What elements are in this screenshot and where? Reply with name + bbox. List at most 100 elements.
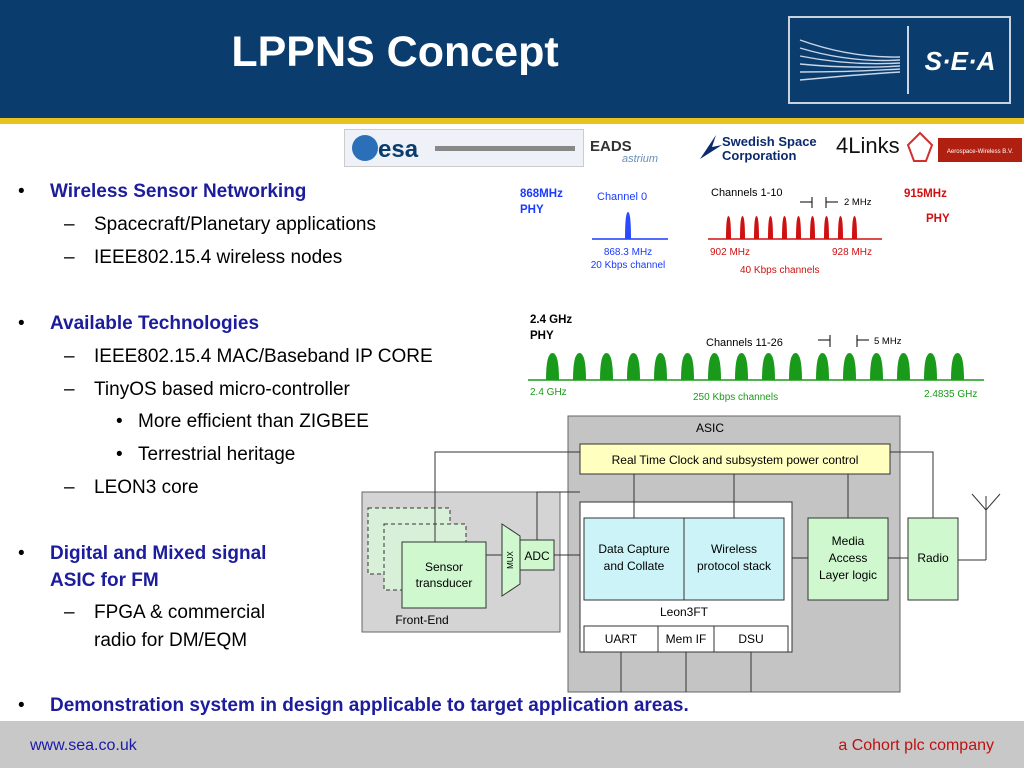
asic-block-diagram: ASIC Sensor transducer MUX ADC Front-End… bbox=[361, 415, 1001, 693]
radio-label: Radio bbox=[917, 551, 949, 565]
dash-5: – bbox=[64, 477, 75, 498]
freq-928-label: 928 MHz bbox=[832, 247, 872, 258]
channels-915-bars bbox=[726, 216, 857, 239]
bullet-4: • bbox=[18, 695, 25, 716]
connection-lines bbox=[434, 451, 934, 692]
sub-bullet-2: • bbox=[116, 444, 123, 465]
phy-24-label: 2.4 GHz bbox=[530, 314, 572, 326]
bullet-wireless-sensor-networking: Wireless Sensor Networking bbox=[50, 181, 307, 202]
freq-24835-label: 2.4835 GHz bbox=[924, 389, 977, 400]
phy-868-phy-label: PHY bbox=[520, 204, 544, 216]
dsu-block bbox=[713, 625, 789, 653]
bullet-digital-mixed-signal: Digital and Mixed signal bbox=[50, 543, 267, 564]
freq-24-label: 2.4 GHz bbox=[530, 387, 567, 398]
asic-title: ASIC bbox=[696, 421, 724, 435]
eads-astrium-logo: EADS astrium bbox=[586, 129, 690, 165]
sea-logo-text: S·E·A bbox=[925, 46, 996, 76]
bullet-terrestrial-heritage: Terrestrial heritage bbox=[138, 444, 296, 465]
spacing-2mhz-marker bbox=[800, 197, 838, 208]
uart-label: UART bbox=[605, 632, 638, 646]
bullet-1: • bbox=[18, 181, 25, 202]
bullet-2: • bbox=[18, 313, 25, 334]
dash-2: – bbox=[64, 247, 75, 268]
data-capture-block bbox=[583, 517, 685, 601]
channel-0-bar bbox=[625, 212, 631, 239]
spacing-5mhz-marker bbox=[818, 335, 869, 347]
astrium-logo-text: astrium bbox=[622, 153, 658, 165]
data-capture-label-1: Data Capture bbox=[598, 542, 670, 556]
channels-24-bars bbox=[546, 353, 964, 380]
esa-logo-text: esa bbox=[378, 136, 419, 163]
phy-868-label: 868MHz bbox=[520, 188, 563, 200]
bullet-demonstration-system: Demonstration system in design applicabl… bbox=[50, 695, 689, 716]
bullet-asic-fm: ASIC for FM bbox=[50, 570, 159, 591]
ch0-rate-label: 20 Kbps channel bbox=[591, 260, 666, 271]
rtc-label: Real Time Clock and subsystem power cont… bbox=[612, 453, 859, 467]
dash-4: – bbox=[64, 379, 75, 400]
phy-915-label: 915MHz bbox=[904, 188, 947, 200]
spacing-2mhz-label: 2 MHz bbox=[844, 197, 872, 208]
leon3ft-label: Leon3FT bbox=[660, 605, 709, 619]
front-end-label: Front-End bbox=[395, 613, 448, 627]
bullet-efficient-zigbee: More efficient than ZIGBEE bbox=[138, 411, 369, 432]
4links-logo: 4Links bbox=[834, 129, 934, 165]
aerospace-wireless-text: Aerospace-Wireless B.V. bbox=[947, 149, 1013, 155]
bullet-leon3: LEON3 core bbox=[94, 477, 199, 498]
spacing-5mhz-label: 5 MHz bbox=[874, 336, 902, 347]
dash-3: – bbox=[64, 346, 75, 367]
sensor-transducer-box bbox=[401, 541, 487, 609]
antenna-icon bbox=[958, 493, 1001, 561]
bullet-ieee-mac: IEEE802.15.4 MAC/Baseband IP CORE bbox=[94, 346, 433, 367]
mac-label-2: Access bbox=[829, 551, 868, 565]
adc-block bbox=[519, 539, 555, 571]
channels-1-10-label: Channels 1-10 bbox=[711, 187, 783, 199]
header-accent-bar bbox=[0, 118, 1024, 124]
mux-label: MUX bbox=[506, 550, 515, 568]
wireless-stack-block bbox=[683, 517, 785, 601]
wireless-label-1: Wireless bbox=[711, 542, 757, 556]
ssc-logo-line2: Corporation bbox=[722, 148, 796, 163]
footer-url-link[interactable]: www.sea.co.uk bbox=[30, 737, 137, 754]
bullet-available-technologies: Available Technologies bbox=[50, 313, 260, 334]
mux-block bbox=[501, 523, 521, 597]
eads-logo-text: EADS bbox=[590, 138, 632, 155]
phy-915-phy-label: PHY bbox=[926, 213, 950, 225]
ch0-freq-label: 868.3 MHz bbox=[604, 247, 652, 258]
wireless-label-2: protocol stack bbox=[697, 559, 772, 573]
freq-902-label: 902 MHz bbox=[710, 247, 750, 258]
bullet-spacecraft-apps: Spacecraft/Planetary applications bbox=[94, 214, 376, 235]
sub-bullet-1: • bbox=[116, 411, 123, 432]
channel-0-label: Channel 0 bbox=[597, 191, 647, 203]
mac-label-3: Layer logic bbox=[819, 568, 877, 582]
adc-label: ADC bbox=[524, 549, 550, 563]
bullet-fpga-line1: FPGA & commercial bbox=[94, 602, 266, 623]
aerospace-wireless-logo: Aerospace-Wireless B.V. bbox=[938, 138, 1022, 162]
mac-block bbox=[807, 517, 889, 601]
rtc-block bbox=[579, 443, 891, 475]
page-title: LPPNS Concept bbox=[231, 28, 559, 76]
sea-logo: S·E·A bbox=[788, 16, 1011, 104]
dash-6: – bbox=[64, 602, 75, 623]
sea-logo-graphic: S·E·A bbox=[799, 26, 996, 94]
uart-block bbox=[583, 625, 659, 653]
4links-logo-text: 4Links bbox=[836, 133, 900, 158]
channels-11-26-label: Channels 11-26 bbox=[706, 337, 783, 349]
dash-1: – bbox=[64, 214, 75, 235]
sensor-label-1: Sensor bbox=[425, 560, 463, 574]
memif-label: Mem IF bbox=[666, 632, 707, 646]
bullet-tinyos: TinyOS based micro-controller bbox=[94, 379, 350, 400]
esa-logo: esa bbox=[344, 129, 584, 167]
ssc-logo-line1: Swedish Space bbox=[722, 134, 817, 149]
bullet-ieee-nodes: IEEE802.15.4 wireless nodes bbox=[94, 247, 343, 268]
footer-company: a Cohort plc company bbox=[838, 737, 994, 754]
data-capture-label-2: and Collate bbox=[604, 559, 665, 573]
footer-bar bbox=[0, 721, 1024, 768]
swedish-space-corporation-logo: Swedish Space Corporation bbox=[696, 129, 826, 165]
dsu-label: DSU bbox=[738, 632, 763, 646]
bullet-fpga-line2: radio for DM/EQM bbox=[94, 630, 248, 651]
mac-label-1: Media bbox=[832, 534, 865, 548]
rate-250kbps-label: 250 Kbps channels bbox=[693, 392, 778, 403]
radio-block bbox=[907, 517, 959, 601]
rate-40kbps-label: 40 Kbps channels bbox=[740, 265, 820, 276]
sensor-label-2: transducer bbox=[416, 576, 473, 590]
